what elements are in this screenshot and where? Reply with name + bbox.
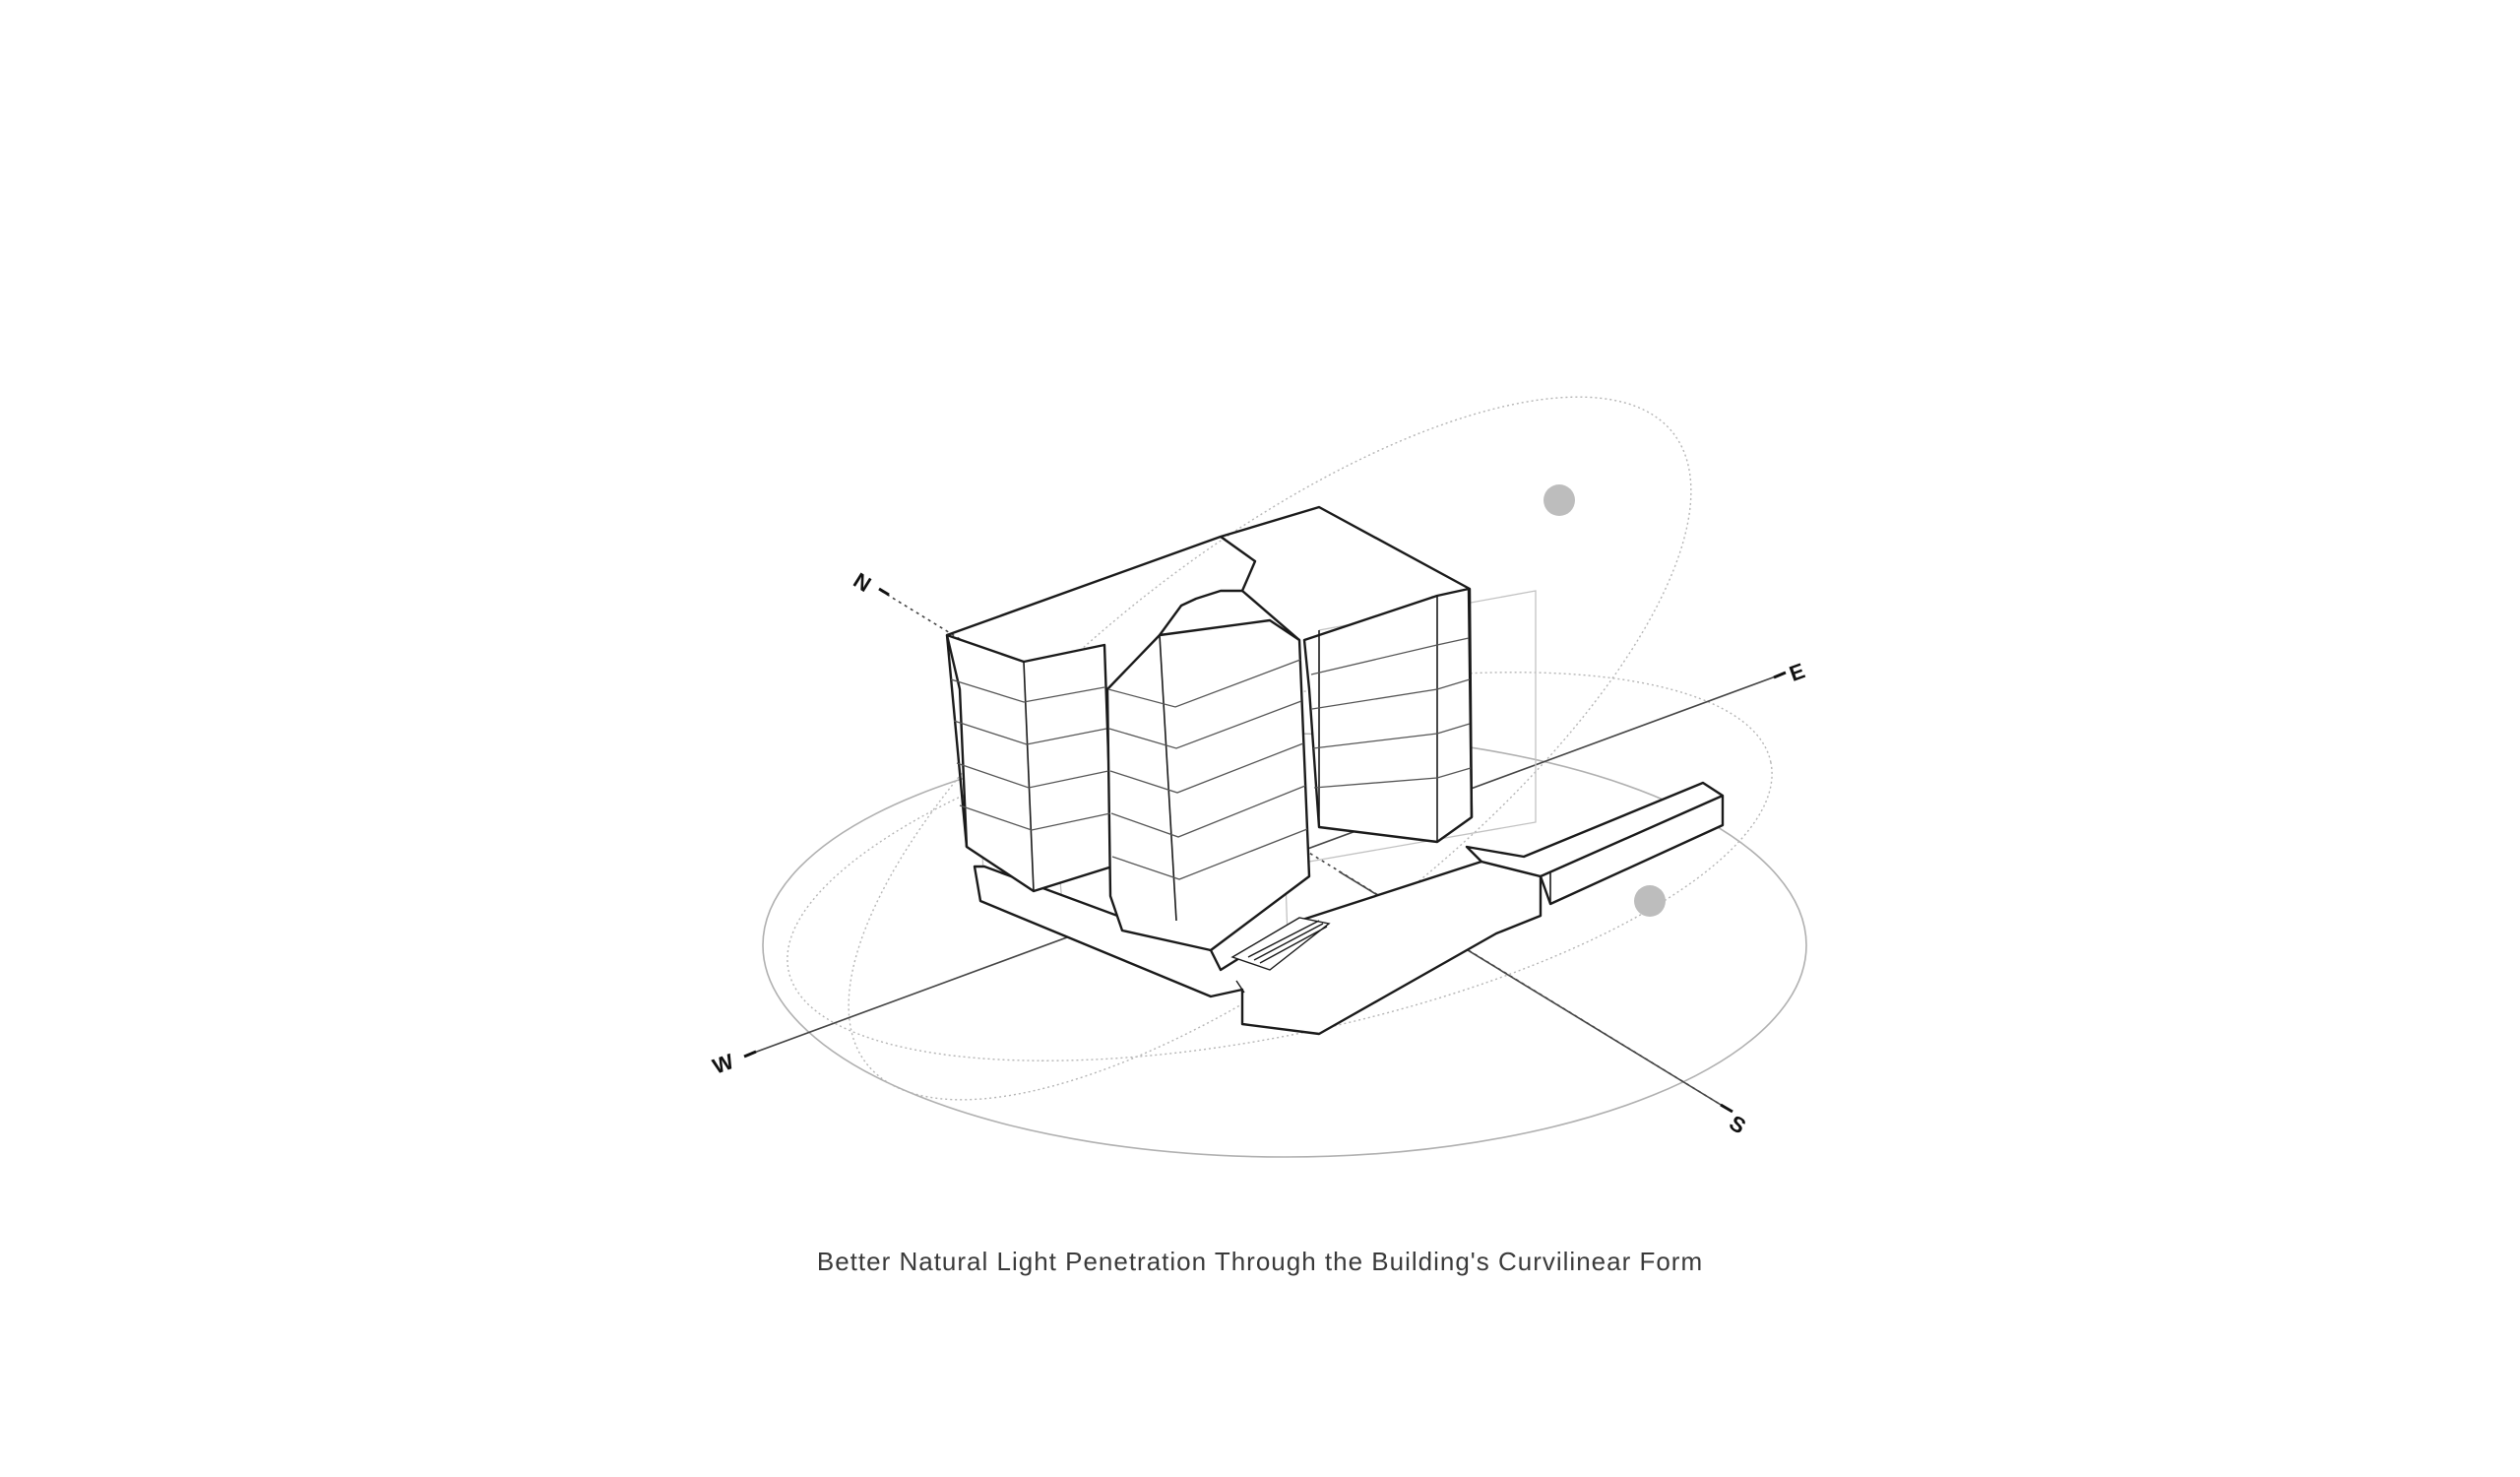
floor-line (950, 678, 1105, 703)
roof-outline (946, 505, 1474, 818)
diagram-caption: Better Natural Light Penetration Through… (816, 1247, 1704, 1276)
stair-step (1247, 920, 1320, 958)
floor-line (1107, 659, 1301, 708)
floor-line (953, 720, 1107, 745)
north-tick (878, 587, 890, 597)
sun-icon (1544, 484, 1575, 516)
stair-icon (1230, 917, 1331, 994)
floor-line (959, 804, 1111, 831)
north-label: N (850, 568, 876, 598)
floor-line (1312, 723, 1471, 749)
left-tower (945, 633, 1114, 893)
floor-line (1108, 700, 1302, 749)
south-label: S (1725, 1111, 1750, 1139)
south-tick (1720, 1103, 1733, 1114)
floor-line (1111, 828, 1308, 880)
floor-lines (950, 637, 1472, 880)
right-tower (1302, 587, 1474, 844)
left-tower-edge (945, 634, 969, 848)
middle-tower (1105, 618, 1311, 952)
middle-tower-edge (1159, 634, 1177, 922)
summer-sun-path (848, 396, 1692, 1101)
west-label: W (709, 1049, 736, 1079)
east-tick (1773, 671, 1787, 679)
floor-line (956, 762, 1109, 789)
floor-line (1311, 678, 1471, 710)
floor-line (1313, 767, 1472, 789)
east-wing (1465, 781, 1725, 906)
east-label: E (1786, 658, 1807, 686)
stair-step (1259, 926, 1328, 964)
west-tick (743, 1050, 757, 1059)
stair-base (1230, 917, 1331, 971)
building (945, 505, 1725, 1036)
winter-sun-path (787, 672, 1773, 1061)
sun-icon (1634, 885, 1666, 917)
left-tower-inner-edge (1023, 661, 1035, 892)
roof-void-right (1241, 590, 1300, 641)
sun-markers (1544, 484, 1666, 917)
stair-step (1235, 980, 1245, 994)
stair-step (1253, 923, 1324, 961)
floor-line (1109, 742, 1304, 794)
roof-void (1159, 536, 1257, 636)
floor-line (1110, 785, 1306, 838)
floor-line (1310, 637, 1470, 675)
east-wing-top (1540, 794, 1724, 878)
